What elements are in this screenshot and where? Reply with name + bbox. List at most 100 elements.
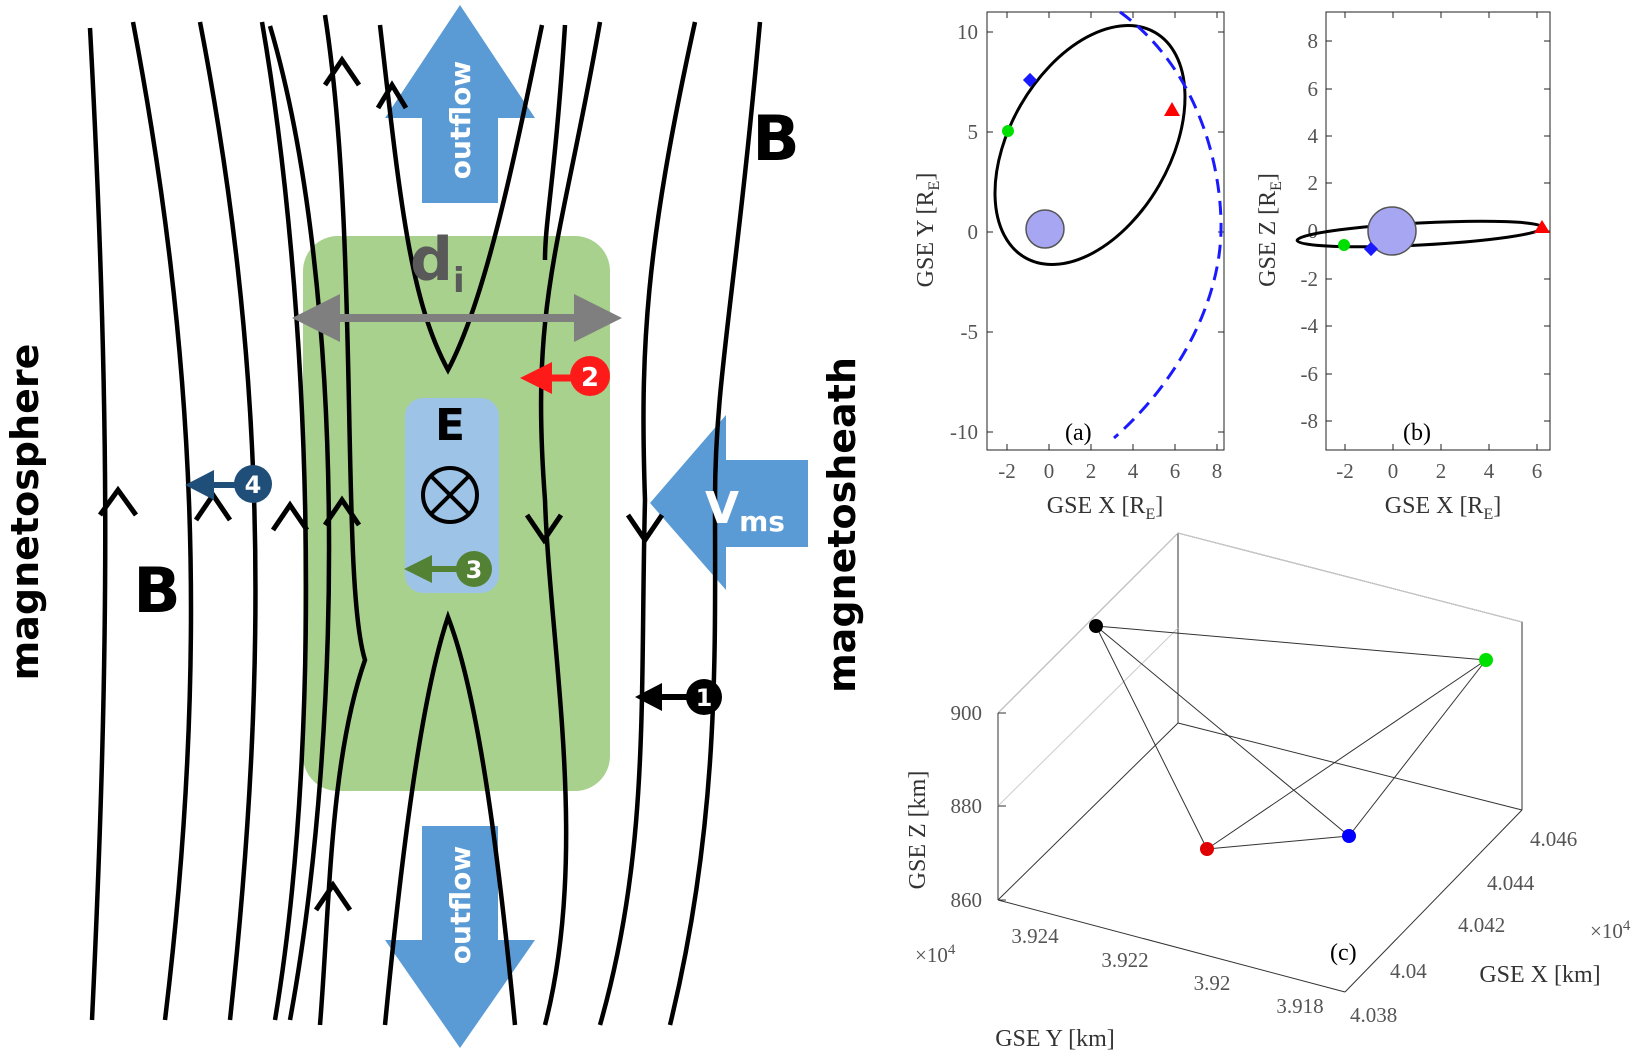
ytick-label: 0 [1308, 219, 1319, 243]
panel-a-ylabel: GSE Y [RE] [913, 173, 943, 288]
xtick-label: -2 [998, 459, 1016, 483]
panel-b: -2 0 2 4 6 8 6 4 2 0 -2 -4 -6 -8 (b) GSE… [1255, 11, 1551, 523]
ztick-label: 900 [951, 701, 983, 725]
panel-a-xlabel: GSE X [RE] [1047, 493, 1163, 523]
xtick-label: 8 [1212, 459, 1223, 483]
chevron-up-icon [322, 55, 362, 87]
xtick-label: 4 [1484, 459, 1495, 483]
ytick-label: 5 [968, 120, 979, 144]
outflow-bottom-label: outflow [444, 846, 477, 964]
field-line [377, 24, 545, 375]
spacecraft-marker-4: 4 [185, 465, 272, 503]
spacecraft-4-point [1342, 829, 1356, 843]
xtick-label: 6 [1532, 459, 1543, 483]
ztick-label: 860 [951, 888, 983, 912]
earth-icon [1025, 209, 1065, 249]
svg-text:4: 4 [245, 471, 262, 499]
field-lines [87, 14, 763, 1026]
xtick-label: 4.046 [1530, 827, 1577, 851]
spacecraft-3-point [1479, 653, 1493, 667]
chevron-down-icon [625, 513, 665, 545]
panel-b-ticks [1326, 12, 1550, 450]
magnetosheath-label: magnetosheath [820, 357, 864, 693]
marker-green [1002, 125, 1014, 137]
ytick-label: 2 [1308, 171, 1319, 195]
ytick-label: -6 [1301, 362, 1319, 386]
ytick-label: 10 [957, 20, 978, 44]
ytick-label: -2 [1301, 267, 1319, 291]
spacecraft-2-point [1200, 842, 1214, 856]
xtick-label: 2 [1086, 459, 1097, 483]
xtick-label: 4.038 [1350, 1003, 1397, 1027]
panel-a-xtick-labels: -2 0 2 4 6 8 [998, 459, 1222, 483]
panel-c-x-multiplier: ×104 [1590, 918, 1631, 943]
marker-blue [1022, 72, 1038, 88]
spacecraft-marker-1: 1 [635, 679, 722, 715]
xtick-label: 4.044 [1487, 871, 1535, 895]
panel-c-zlabel: GSE Z [km] [905, 771, 931, 890]
chevron-up-icon [270, 500, 310, 532]
field-line [130, 21, 194, 1021]
ytick-label: -5 [961, 320, 979, 344]
b-field-label-sheath: B [752, 102, 799, 175]
ytick-label: -10 [950, 420, 978, 444]
spacecraft-1-point [1089, 619, 1103, 633]
ytick-label: 3.924 [1011, 924, 1059, 948]
panel-b-frame [1325, 11, 1551, 451]
field-line [538, 21, 603, 1026]
outflow-top-label: outflow [444, 61, 477, 179]
xtick-label: 4 [1128, 459, 1139, 483]
svg-text:3: 3 [466, 556, 483, 584]
panel-b-tag: (b) [1403, 420, 1431, 446]
panel-a-frame [986, 11, 1225, 451]
chevron-up-icon [313, 880, 353, 912]
field-direction-arrows [97, 55, 665, 912]
field-line [317, 14, 368, 1026]
field-line [382, 610, 518, 1026]
svg-text:1: 1 [696, 684, 713, 712]
chevron-up-icon [322, 495, 362, 527]
orbit-a [993, 24, 1187, 266]
ytick-label: 6 [1308, 77, 1319, 101]
magnetosphere-label: magnetosphere [3, 344, 47, 681]
ytick-label: 8 [1308, 29, 1319, 53]
field-line [87, 27, 108, 1021]
tetrahedron-edges [1095, 625, 1487, 850]
spacecraft-marker-2: 2 [520, 356, 610, 396]
chevron-up-icon [97, 485, 139, 517]
xtick-label: 0 [1044, 459, 1055, 483]
field-line [259, 21, 309, 1021]
ytick-label: -8 [1301, 409, 1319, 433]
panel-a-tag: (a) [1065, 420, 1092, 446]
marker-red [1534, 220, 1550, 233]
ytick-label: 3.918 [1276, 994, 1323, 1018]
ytick-label: -4 [1301, 314, 1319, 338]
xtick-label: 4.04 [1390, 959, 1427, 983]
ytick-label: 3.92 [1194, 971, 1231, 995]
outflow-top-arrow [385, 5, 535, 203]
marker-blue [1363, 241, 1379, 257]
chevron-up-icon [375, 80, 409, 110]
panel-c: 900 880 860 3.924 3.922 3.92 3.918 4.046… [905, 532, 1631, 1052]
field-line [267, 25, 332, 1021]
ytick-label: 4 [1308, 124, 1319, 148]
b-field-label-sphere: B [133, 554, 180, 627]
panel-b-ylabel: GSE Z [RE] [1255, 173, 1285, 287]
panel-c-zticks [998, 712, 1006, 901]
xtick-label: -2 [1336, 459, 1354, 483]
panel-c-ylabel: GSE Y [km] [995, 1026, 1115, 1052]
marker-green [1338, 239, 1350, 251]
panel-c-y-multiplier: ×104 [915, 942, 956, 967]
ytick-label: 0 [968, 220, 979, 244]
panel-c-ytick-labels: 3.924 3.922 3.92 3.918 [1011, 924, 1323, 1018]
ztick-label: 880 [951, 794, 983, 818]
svg-text:2: 2 [581, 363, 599, 393]
field-line [597, 21, 698, 1026]
di-label: di [410, 225, 465, 301]
spacecraft-marker-3: 3 [404, 551, 492, 587]
xtick-label: 0 [1388, 459, 1399, 483]
panel-c-ztick-labels: 900 880 860 [951, 701, 983, 912]
panel-a-ticks [987, 12, 1224, 450]
xtick-label: 2 [1436, 459, 1447, 483]
panel-c-xlabel: GSE X [km] [1479, 962, 1600, 988]
